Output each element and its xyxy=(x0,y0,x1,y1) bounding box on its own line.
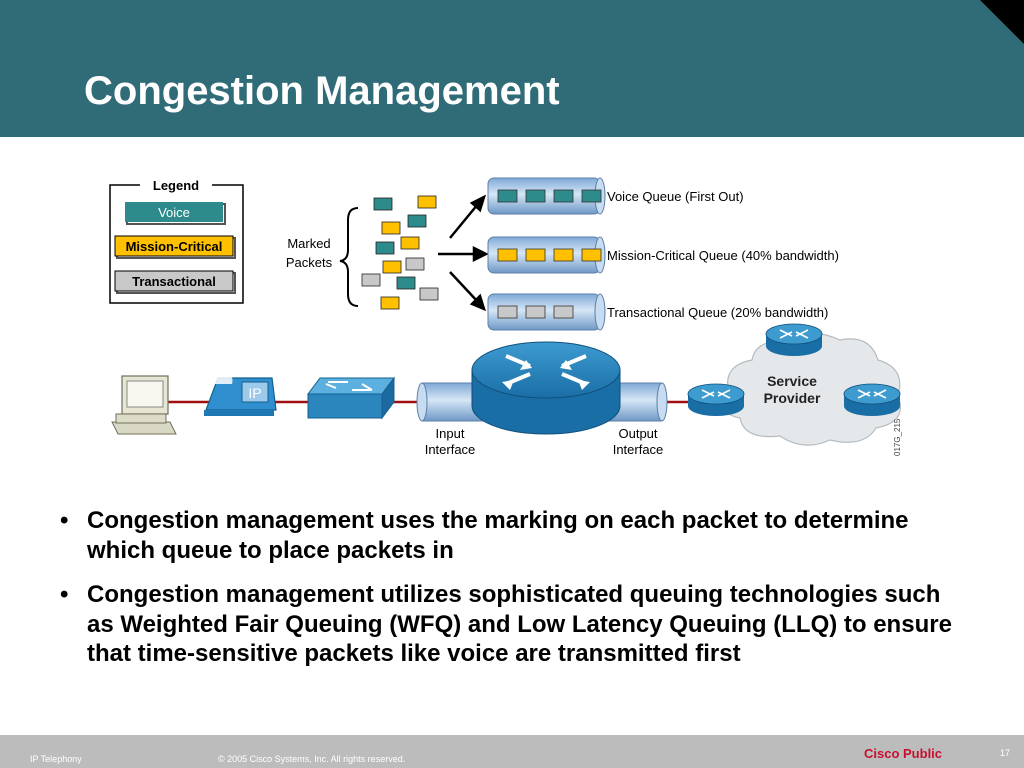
marked-packets-cluster xyxy=(361,195,439,310)
marked-packets-label-line2: Packets xyxy=(286,255,333,270)
packet-mission-critical xyxy=(380,296,400,310)
queue-packet xyxy=(553,248,574,262)
packet-mission-critical xyxy=(417,195,437,209)
diagram-canvas: Legend Voice Mission-Critical Transactio… xyxy=(109,176,902,457)
queue-packet xyxy=(525,248,546,262)
footer-copyright: © 2005 Cisco Systems, Inc. All rights re… xyxy=(218,754,406,764)
bullet-text: Congestion management uses the marking o… xyxy=(87,507,909,564)
router-icon-cloud-top xyxy=(765,323,823,356)
legend-item-mission-critical: Mission-Critical xyxy=(114,235,236,259)
pc-icon xyxy=(111,375,177,435)
cloud-label-line2: Provider xyxy=(764,390,821,406)
queue-transactional: Transactional Queue (20% bandwidth) xyxy=(487,293,828,331)
switch-icon xyxy=(307,376,395,420)
arrow-to-transactional-queue xyxy=(449,271,479,303)
packet-voice xyxy=(396,276,416,290)
bullet-text: Congestion management utilizes sophistic… xyxy=(87,581,952,667)
packet-mission-critical xyxy=(382,260,402,274)
marked-packets-label-line1: Marked xyxy=(287,236,330,251)
arrowhead xyxy=(472,245,489,263)
queue-label-transactional: Transactional Queue (20% bandwidth) xyxy=(607,305,828,320)
footer-classification: Cisco Public xyxy=(864,746,943,761)
bullet-dot: • xyxy=(60,581,69,608)
header-bar: Congestion Management xyxy=(0,0,1024,137)
legend-heading-bg xyxy=(140,176,212,194)
packet-transactional xyxy=(361,273,381,287)
arrowhead xyxy=(469,293,486,312)
input-interface-label-line2: Interface xyxy=(425,442,476,457)
packet-voice xyxy=(375,241,395,255)
cloud-label-line1: Service xyxy=(767,373,817,389)
legend-swatch-transactional xyxy=(114,270,234,292)
legend-label-voice: Voice xyxy=(158,205,190,220)
bullet-item: • Congestion management utilizes sophisti… xyxy=(60,580,960,669)
legend-item-voice: Voice xyxy=(125,202,226,225)
footer-bar: IP Telephony © 2005 Cisco Systems, Inc. … xyxy=(0,735,1024,768)
legend-swatch-voice xyxy=(125,202,223,222)
arrow-to-voice-queue xyxy=(449,203,479,239)
legend-item-transactional: Transactional xyxy=(114,270,236,294)
queue-label-voice: Voice Queue (First Out) xyxy=(607,189,744,204)
queue-packet xyxy=(581,189,602,203)
figure-code: 017G_215 xyxy=(893,418,902,456)
classification-arrows xyxy=(438,194,489,312)
queue-mission-critical: Mission-Critical Queue (40% bandwidth) xyxy=(487,236,839,274)
queue-packet xyxy=(525,305,546,319)
packet-transactional xyxy=(419,287,439,301)
packet-transactional xyxy=(405,257,425,271)
queue-packet xyxy=(497,305,518,319)
queue-packet xyxy=(553,305,574,319)
footer-course: IP Telephony xyxy=(30,754,82,764)
queue-packet xyxy=(525,189,546,203)
router-icon xyxy=(471,341,621,435)
output-interface-label-line2: Interface xyxy=(613,442,664,457)
congestion-diagram: Legend Voice Mission-Critical Transactio… xyxy=(100,170,920,470)
service-provider-cloud: Service Provider xyxy=(725,332,901,446)
bullet-dot: • xyxy=(60,507,69,534)
packet-mission-critical xyxy=(400,236,420,250)
legend-label-transactional: Transactional xyxy=(132,274,216,289)
queue-packet xyxy=(581,248,602,262)
queue-packet xyxy=(497,248,518,262)
arrowhead xyxy=(469,194,487,213)
bullet-item: • Congestion management uses the marking … xyxy=(60,506,960,565)
input-interface-label-line1: Input xyxy=(436,426,465,441)
marked-packets-brace xyxy=(339,207,359,307)
output-interface-label-line1: Output xyxy=(618,426,657,441)
queue-packet xyxy=(497,189,518,203)
router-icon-cloud-left xyxy=(687,383,745,416)
queue-packet xyxy=(553,189,574,203)
router-icon-cloud-right xyxy=(843,383,901,416)
header-corner-decoration xyxy=(980,0,1024,44)
packet-voice xyxy=(373,197,393,211)
packet-mission-critical xyxy=(381,221,401,235)
slide-title: Congestion Management xyxy=(84,69,560,113)
footer-page-number: 17 xyxy=(1000,748,1011,758)
legend-swatch-mission-critical xyxy=(114,235,234,257)
queue-label-mission-critical: Mission-Critical Queue (40% bandwidth) xyxy=(607,248,839,263)
ip-phone-icon: IP xyxy=(204,375,277,416)
queue-tube-end xyxy=(594,293,606,331)
legend-label-mission-critical: Mission-Critical xyxy=(126,239,223,254)
legend-heading: Legend xyxy=(153,178,199,193)
legend: Legend Voice Mission-Critical Transactio… xyxy=(109,176,244,304)
queue-voice: Voice Queue (First Out) xyxy=(487,177,744,215)
bullet-list: • Congestion management uses the marking … xyxy=(60,506,960,684)
packet-voice xyxy=(407,214,427,228)
ip-phone-label: IP xyxy=(248,385,261,401)
